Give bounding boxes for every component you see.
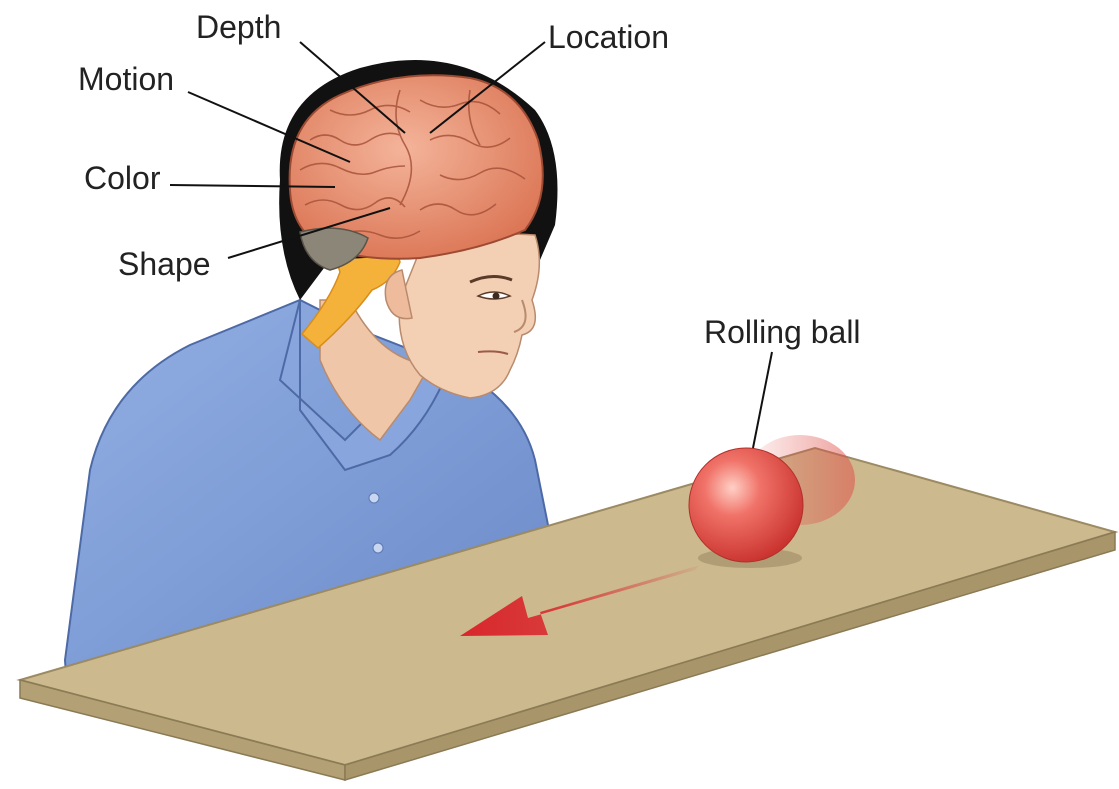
label-motion: Motion xyxy=(78,61,174,97)
shirt-button xyxy=(373,543,383,553)
label-color: Color xyxy=(84,160,161,196)
label-shape: Shape xyxy=(118,246,211,282)
label-rolling-ball: Rolling ball xyxy=(704,314,861,350)
pupil xyxy=(493,293,500,300)
shirt-button xyxy=(369,493,379,503)
rolling-ball-leader-line xyxy=(753,352,772,448)
label-depth: Depth xyxy=(196,9,281,45)
ball xyxy=(689,448,803,562)
label-location: Location xyxy=(548,19,669,55)
